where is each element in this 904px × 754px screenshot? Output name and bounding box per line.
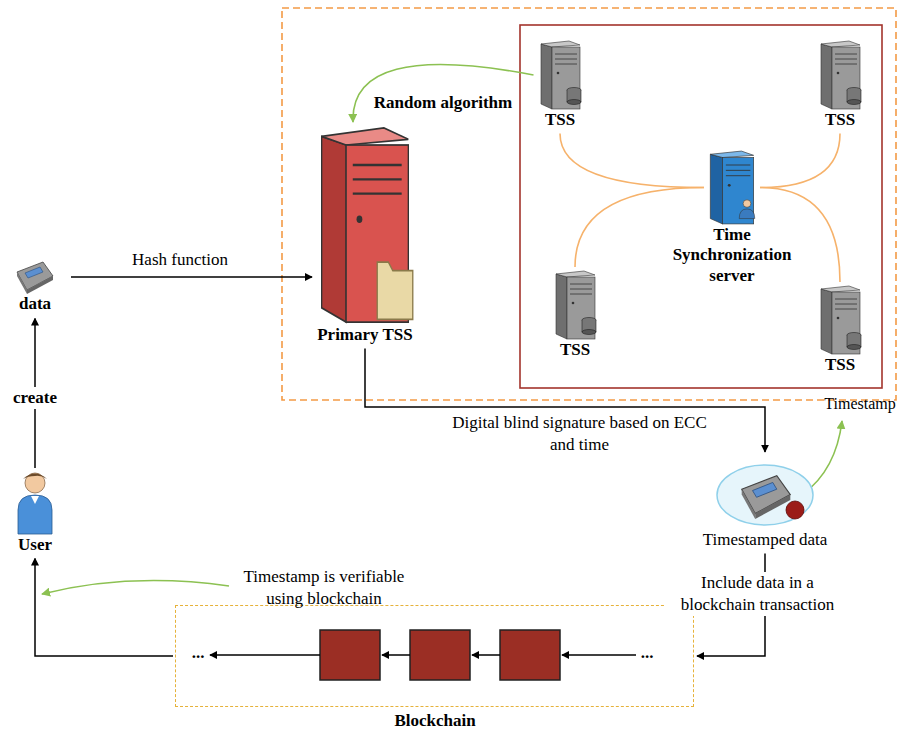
node-label: Primary TSS bbox=[290, 325, 440, 345]
node-label: User bbox=[5, 535, 65, 555]
connector bbox=[760, 133, 840, 187]
tape-icon bbox=[15, 260, 55, 294]
node-label: TSS bbox=[805, 355, 875, 375]
connector bbox=[35, 558, 173, 656]
node-label: data bbox=[5, 294, 65, 314]
tss-icon bbox=[818, 285, 863, 355]
chain-link bbox=[472, 654, 500, 656]
primary-server: Primary TSS bbox=[290, 125, 440, 345]
annotation: Timestamp bbox=[820, 394, 900, 415]
node-label: TSS bbox=[525, 110, 595, 130]
tss-icon bbox=[553, 270, 598, 340]
stamped-icon bbox=[715, 455, 815, 530]
annotation: ... bbox=[638, 642, 656, 664]
user-icon bbox=[15, 470, 55, 535]
connector bbox=[560, 133, 704, 187]
edge-label: Digital blind signature based on ECC and… bbox=[442, 412, 717, 456]
connector bbox=[353, 65, 534, 122]
annotation: Timestamp is verifiable using blockchain bbox=[234, 566, 414, 610]
connector bbox=[760, 188, 840, 283]
sync-icon bbox=[707, 150, 757, 225]
edge-label: Random algorithm bbox=[368, 92, 518, 114]
node-label: Time Synchronization server bbox=[662, 225, 802, 286]
server-cluster-box bbox=[520, 25, 882, 388]
dashed-border bbox=[175, 605, 694, 707]
annotation: ... bbox=[189, 642, 207, 664]
chain-link bbox=[382, 654, 410, 656]
outer-dashed-region bbox=[282, 8, 896, 400]
time-sync-server: Time Synchronization server bbox=[662, 150, 802, 286]
primary-icon bbox=[315, 125, 415, 325]
node-label: Timestamped data bbox=[700, 530, 830, 550]
tss-server: TSS bbox=[805, 40, 875, 130]
chain-block bbox=[320, 630, 380, 680]
tss-server: TSS bbox=[540, 270, 610, 360]
tss-server: TSS bbox=[805, 285, 875, 375]
leader-line bbox=[42, 581, 229, 594]
tss-icon bbox=[818, 40, 863, 110]
blockchain-region: Blockchain bbox=[175, 605, 695, 731]
edge-label: Include data in a blockchain transaction bbox=[665, 572, 850, 616]
node-label: TSS bbox=[540, 340, 610, 360]
edge-label: create bbox=[8, 387, 62, 409]
timestamped-data: Timestamped data bbox=[700, 455, 830, 550]
tss-server: TSS bbox=[525, 40, 595, 130]
edge-label: Hash function bbox=[105, 249, 255, 271]
tss-icon bbox=[538, 40, 583, 110]
node-label: TSS bbox=[805, 110, 875, 130]
chain-link bbox=[562, 654, 636, 656]
chain-block bbox=[500, 630, 560, 680]
chain-link bbox=[210, 654, 320, 656]
connector bbox=[71, 276, 312, 278]
node-label: Blockchain bbox=[175, 711, 695, 731]
data-item: data bbox=[5, 260, 65, 314]
chain-block bbox=[410, 630, 470, 680]
user-actor: User bbox=[5, 470, 65, 555]
